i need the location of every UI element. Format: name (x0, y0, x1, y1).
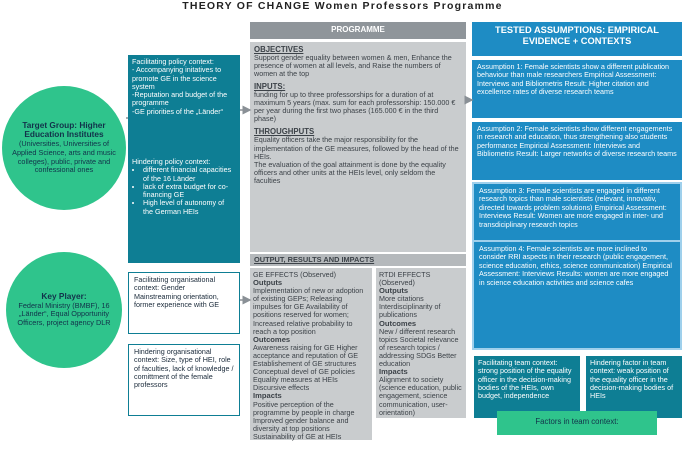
target-group-heading: Target Group: Higher Education Institute… (22, 119, 106, 140)
rtdi-outputs-text: More citations Interdisciplinarity of pu… (379, 294, 441, 320)
hindering-policy-intro: Hindering policy context: (132, 157, 211, 166)
throughputs-section: THROUGHPUTS Equality officers take the m… (250, 125, 466, 187)
facilitating-org-box: Facilitating organisational context: Gen… (128, 272, 240, 334)
facilitating-policy-box: Facilitating policy context: - Accompany… (128, 55, 240, 171)
throughputs-title: THROUGHPUTS (254, 127, 315, 137)
rtdi-outcomes-label: Outcomes (379, 318, 417, 328)
objectives-title: OBJECTIVES (254, 45, 304, 54)
ge-effects-title: GE EFFECTS (Observed) (253, 270, 337, 279)
hindering-policy-item: lack of extra budget for co-financing GE (143, 182, 236, 200)
ge-effects-column: GE EFFECTS (Observed) Outputs Implementa… (250, 268, 372, 440)
ge-impacts-text: Positive perception of the programme by … (253, 399, 355, 441)
ge-outputs-label: Outputs (253, 278, 283, 288)
output-results-impacts-bar: OUTPUT, RESULTS AND IMPACTS (250, 254, 466, 266)
diagram-title: THEORY OF CHANGE Women Professors Progra… (182, 0, 503, 12)
rtdi-effects-column: RTDI EFFECTS (Observed) Outputs More cit… (376, 268, 466, 418)
inputs-section: INPUTS: funding for up to three professo… (250, 81, 466, 126)
key-player-heading: Key Player: (41, 291, 87, 301)
hindering-policy-item: different financial capacities of the 16… (143, 166, 236, 183)
ge-outcomes-label: Outcomes (253, 334, 291, 344)
factors-team-box: Factors in team context: (497, 411, 657, 435)
ge-impacts-label: Impacts (253, 391, 282, 401)
assumptions-header: TESTED ASSUMPTIONS: EMPIRICAL EVIDENCE +… (472, 22, 682, 56)
hindering-org-box: Hindering organisational context: Size, … (128, 344, 240, 416)
rtdi-outputs-label: Outputs (379, 286, 409, 296)
inputs-title: INPUTS: (254, 81, 286, 91)
target-group-circle: Target Group: Higher Education Institute… (2, 86, 126, 210)
throughputs-text-1: Equality officers take the major respons… (254, 135, 459, 161)
facilitating-policy-item: -GE priorities of the „Länder“ (132, 106, 224, 116)
objectives-text: Support gender equality between women & … (254, 53, 452, 79)
facilitating-team-box: Facilitating team context: strong positi… (474, 356, 580, 418)
target-group-body: (Universities, Universities of Applied S… (12, 139, 116, 175)
hindering-team-box: Hindering factor in team context: weak p… (586, 356, 682, 418)
programme-header: PROGRAMME (250, 22, 466, 39)
facilitating-policy-item: -Reputation and budget of the programme (132, 90, 228, 108)
inputs-text: funding for up to three professorships f… (254, 89, 456, 124)
hindering-policy-item: High level of autonomy of the German HEI… (143, 199, 236, 216)
programme-panel: OBJECTIVES Support gender equality betwe… (250, 42, 466, 252)
rtdi-impacts-text: Alignment to society (science education,… (379, 375, 462, 417)
assumption-3: Assumption 3: Female scientists are enga… (472, 182, 682, 242)
assumption-2: Assumption 2: Female scientists show dif… (472, 122, 682, 180)
rtdi-effects-title: RTDI EFFECTS (Observed) (379, 270, 431, 288)
key-player-body: Federal Ministry (BMBF), 16 „Länder“, Eq… (17, 300, 111, 328)
hindering-policy-box: Hindering policy context: different fina… (128, 155, 240, 263)
assumption-1: Assumption 1: Female scientists show a d… (472, 60, 682, 118)
objectives-section: OBJECTIVES Support gender equality betwe… (250, 42, 466, 81)
ge-outcomes-text: Awareness raising for GE Higher acceptan… (253, 342, 359, 393)
rtdi-outcomes-text: New / different research topics Societal… (379, 326, 459, 369)
assumption-4: Assumption 4: Female scientists are more… (472, 240, 682, 350)
throughputs-text-2: The evaluation of the goal attainment is… (254, 160, 446, 186)
rtdi-impacts-label: Impacts (379, 367, 408, 377)
ge-outputs-text: Implementation of new or adoption of exi… (253, 286, 364, 336)
facilitating-policy-item: - Accompanying initatives to promote GE … (132, 65, 222, 91)
facilitating-policy-intro: Facilitating policy context: (132, 57, 214, 66)
key-player-circle: Key Player: Federal Ministry (BMBF), 16 … (6, 252, 122, 368)
